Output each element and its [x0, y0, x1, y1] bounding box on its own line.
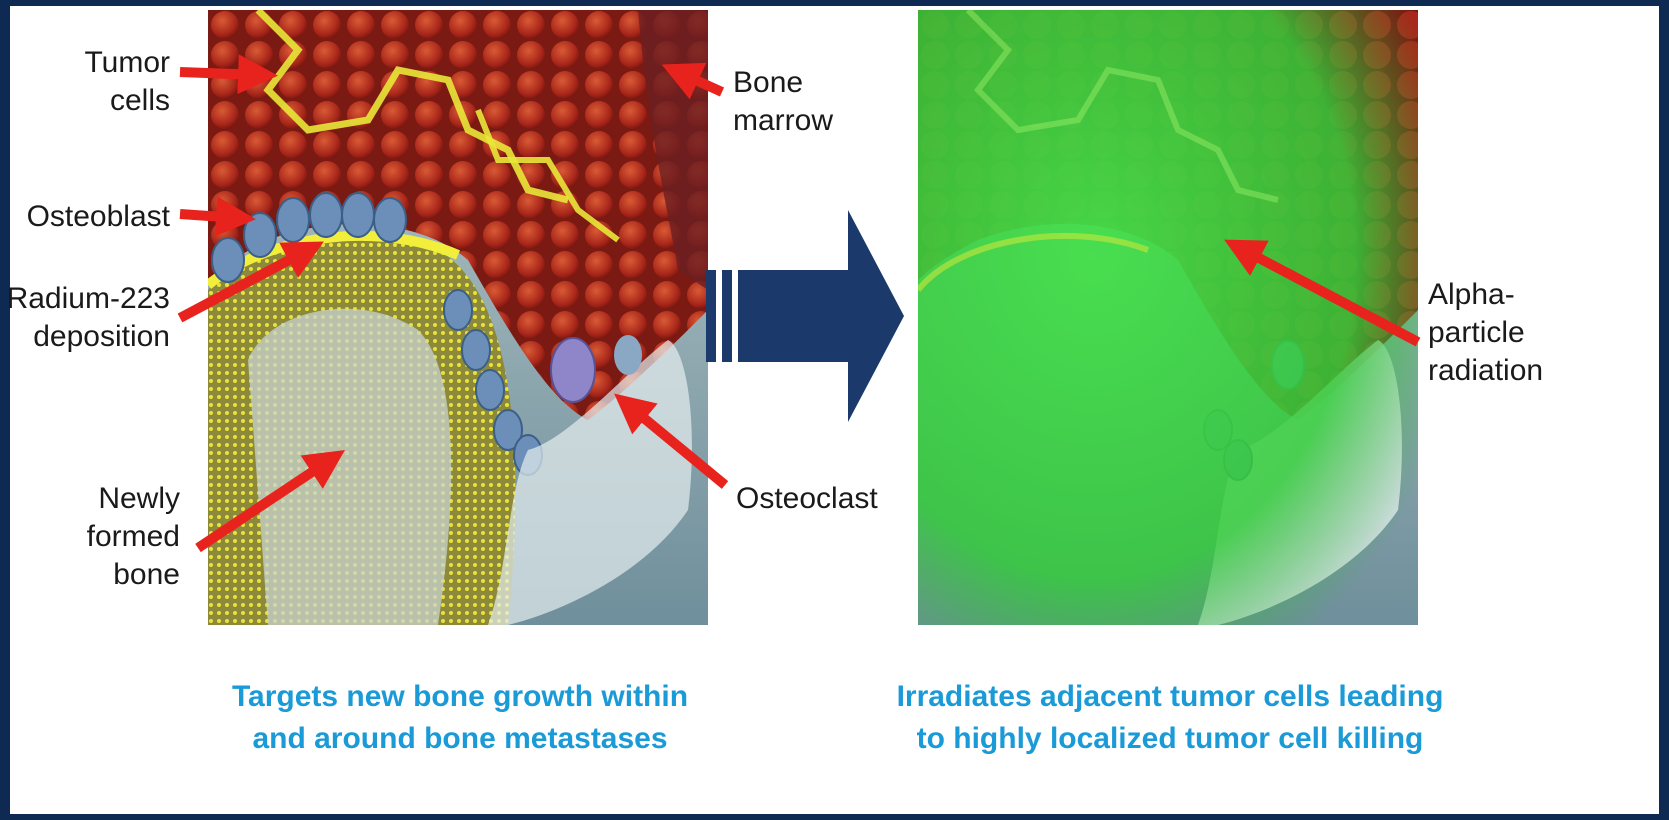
arrow-bone-marrow: [678, 72, 722, 92]
label-bone-marrow: Bone marrow: [733, 64, 853, 140]
arrow-newly-formed-bone: [198, 460, 330, 548]
label-newly-formed-bone: Newly formed bone: [60, 480, 180, 594]
label-osteoclast: Osteoclast: [736, 480, 886, 518]
arrow-tumor-cells: [180, 72, 260, 75]
arrow-radium: [180, 250, 308, 318]
arrow-osteoclast: [628, 405, 725, 485]
label-osteoblast: Osteoblast: [0, 198, 170, 236]
label-tumor-cells: Tumor cells: [60, 44, 170, 120]
caption-left: Targets new bone growth within and aroun…: [160, 676, 760, 760]
arrow-alpha: [1240, 248, 1418, 342]
caption-right: Irradiates adjacent tumor cells leading …: [860, 676, 1480, 760]
label-alpha-particle: Alpha- particle radiation: [1428, 276, 1568, 390]
arrow-osteoblast: [180, 214, 238, 218]
label-radium: Radium-223 deposition: [0, 280, 170, 356]
